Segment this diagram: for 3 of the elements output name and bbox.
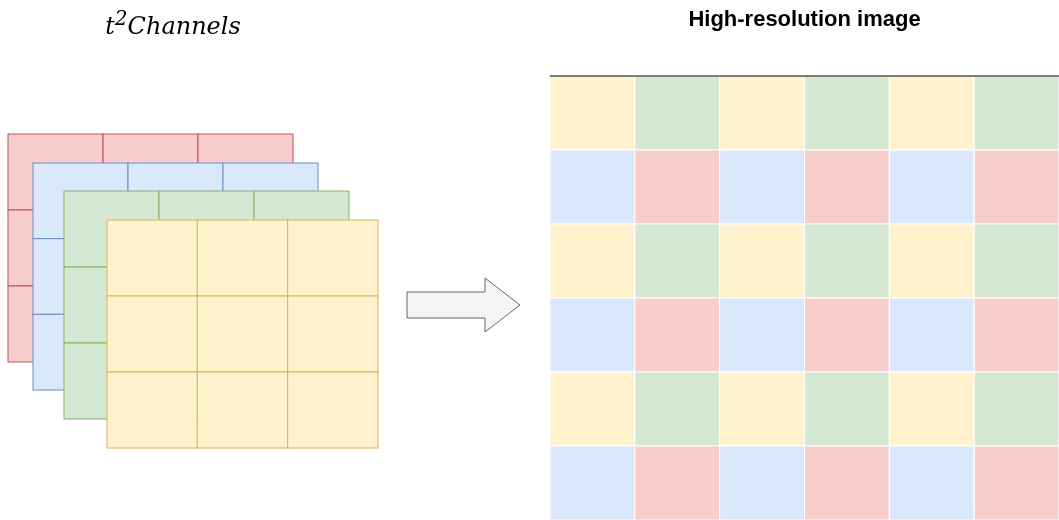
- block-arrow: [406, 277, 521, 333]
- image-heading: High-resolution image: [687, 6, 922, 32]
- channels-heading: t$^{2}$Channels: [104, 6, 242, 40]
